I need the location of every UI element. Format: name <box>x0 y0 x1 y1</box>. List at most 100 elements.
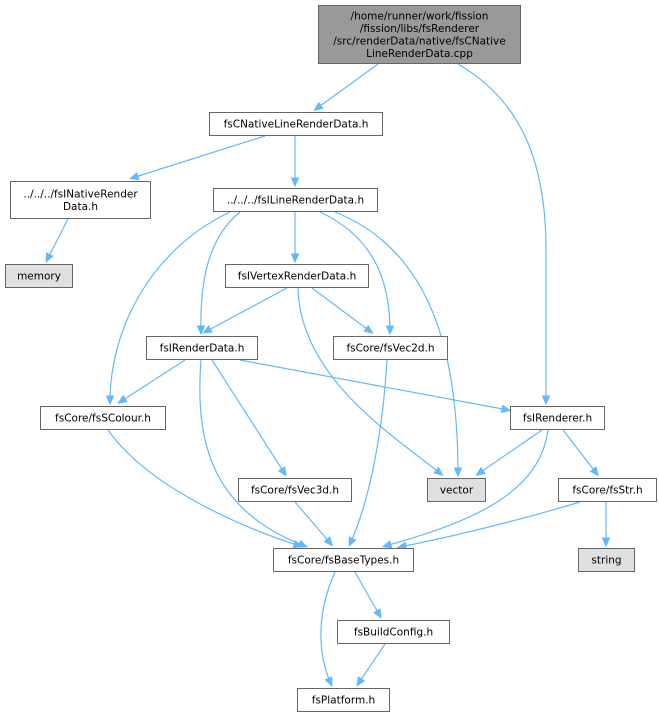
arrowhead-icon <box>356 676 366 687</box>
edge-root-to-fsCNativeLineRenderData <box>313 63 379 111</box>
node-label-line: fsBuildConfig.h <box>354 627 433 639</box>
edge-line <box>199 359 306 547</box>
edge-fsBaseTypes-to-fsPlatform <box>320 571 336 687</box>
edge-fsILineRenderData-to-vector <box>334 211 463 478</box>
edge-line <box>319 211 391 333</box>
edge-line <box>562 429 598 475</box>
node-label-line: fsCore/fsBaseTypes.h <box>288 555 399 567</box>
edge-line <box>357 643 386 685</box>
node-box <box>40 406 166 430</box>
arrowhead-icon <box>290 177 300 188</box>
edge-line <box>239 359 509 411</box>
node-box <box>213 188 378 212</box>
arrowhead-icon <box>202 325 213 334</box>
node-fsIVertexRenderData[interactable]: fsIVertexRenderData.h <box>225 264 369 288</box>
arrowhead-icon <box>433 466 444 477</box>
node-box <box>427 478 486 502</box>
arrowhead-icon <box>373 608 382 619</box>
arrowhead-icon <box>324 676 333 687</box>
node-box <box>209 112 383 136</box>
node-label-line: /fission/libs/fsRenderer <box>360 23 480 35</box>
edge-fsIVertexRenderData-to-fsVec2d <box>311 287 374 334</box>
edge-line <box>399 501 581 548</box>
node-label-line: Data.h <box>63 201 98 213</box>
node-fsVec3d[interactable]: fsCore/fsVec3d.h <box>238 478 352 502</box>
node-label-line: fsCore/fsStr.h <box>572 485 642 497</box>
edge-fsCNativeLineRenderData-to-fsINativeRenderData <box>128 135 266 181</box>
arrowhead-icon <box>196 325 206 336</box>
node-root[interactable]: /home/runner/work/fission/fission/libs/f… <box>318 5 521 64</box>
edge-fsBaseTypes-to-fsBuildConfig <box>354 571 382 619</box>
edge-fsIVertexRenderData-to-fsIRenderData <box>202 287 288 334</box>
node-fsVec2d[interactable]: fsCore/fsVec2d.h <box>333 336 448 360</box>
edge-line <box>119 359 186 403</box>
edge-fsCNativeLineRenderData-to-fsILineRenderData <box>290 136 300 188</box>
edge-line <box>297 287 442 475</box>
node-label-line: memory <box>17 271 61 283</box>
edge-fsStr-to-string <box>601 502 611 548</box>
edge-fsILineRenderData-to-fsSColour <box>105 211 231 406</box>
node-label-line: string <box>591 555 621 567</box>
node-fsPlatform[interactable]: fsPlatform.h <box>297 688 390 712</box>
edge-line <box>384 429 549 547</box>
edge-fsIRenderData-to-fsSColour <box>117 359 186 404</box>
edge-fsSColour-to-fsBaseTypes <box>107 429 304 549</box>
edge-fsILineRenderData-to-fsIVertexRenderData <box>290 212 300 264</box>
node-label-line: ../../../fsINativeRender <box>23 188 138 200</box>
edge-fsIRenderData-to-fsBaseTypes <box>199 359 309 548</box>
node-box <box>225 264 369 288</box>
node-fsBaseTypes[interactable]: fsCore/fsBaseTypes.h <box>273 548 414 572</box>
edge-line <box>200 211 241 333</box>
edge-line <box>109 211 231 403</box>
edge-fsIVertexRenderData-to-vector <box>297 287 444 477</box>
edge-line <box>349 359 388 545</box>
node-box <box>146 336 258 360</box>
node-label-line: fsIRenderData.h <box>160 343 245 355</box>
node-label-line: ../../../fsILineRenderData.h <box>227 195 364 207</box>
node-fsIRenderer[interactable]: fsIRenderer.h <box>510 406 605 430</box>
node-label-line: fsCore/fsVec3d.h <box>251 485 339 497</box>
node-label-line: fsIRenderer.h <box>523 413 592 425</box>
node-label-line: fsCNativeLineRenderData.h <box>224 119 369 131</box>
arrowhead-icon <box>601 537 611 548</box>
node-fsCNativeLineRenderData[interactable]: fsCNativeLineRenderData.h <box>209 112 383 136</box>
arrowhead-icon <box>363 324 374 334</box>
node-label-line: fsPlatform.h <box>312 695 375 707</box>
arrowhead-icon <box>117 394 128 404</box>
edge-fsVec2d-to-fsBaseTypes <box>348 359 388 547</box>
arrowhead-icon <box>45 252 54 263</box>
node-label-line: /home/runner/work/fission <box>351 10 489 22</box>
node-fsBuildConfig[interactable]: fsBuildConfig.h <box>337 620 450 644</box>
edge-line <box>131 135 266 179</box>
node-fsILineRenderData[interactable]: ../../../fsILineRenderData.h <box>213 188 378 212</box>
node-box <box>578 548 635 572</box>
node-box <box>558 478 657 502</box>
edge-fsILineRenderData-to-fsVec2d <box>319 211 395 336</box>
node-box <box>333 336 448 360</box>
arrowhead-icon <box>475 466 486 476</box>
node-fsSColour[interactable]: fsCore/fsSColour.h <box>40 406 166 430</box>
edges-layer <box>45 63 611 687</box>
node-box <box>510 406 605 430</box>
edge-line <box>315 63 379 110</box>
edge-fsIRenderer-to-fsBaseTypes <box>381 429 549 549</box>
arrowhead-icon <box>323 536 334 547</box>
arrowhead-icon <box>313 101 324 111</box>
edge-fsIRenderer-to-fsStr <box>562 429 599 477</box>
arrowhead-icon <box>348 536 357 547</box>
edge-fsBuildConfig-to-fsPlatform <box>356 643 386 687</box>
node-fsStr[interactable]: fsCore/fsStr.h <box>558 478 657 502</box>
edge-line <box>107 429 301 547</box>
node-box <box>238 478 352 502</box>
arrowhead-icon <box>128 171 140 181</box>
edge-line <box>204 287 288 333</box>
edge-fsINativeRenderData-to-memory <box>45 218 69 263</box>
node-fsIRenderData[interactable]: fsIRenderData.h <box>146 336 258 360</box>
edge-line <box>334 211 459 475</box>
node-label-line: fsCore/fsVec2d.h <box>346 343 434 355</box>
node-box <box>10 181 151 219</box>
node-label-line: fsIVertexRenderData.h <box>238 271 356 283</box>
edge-line <box>457 63 547 402</box>
arrowhead-icon <box>385 325 395 336</box>
